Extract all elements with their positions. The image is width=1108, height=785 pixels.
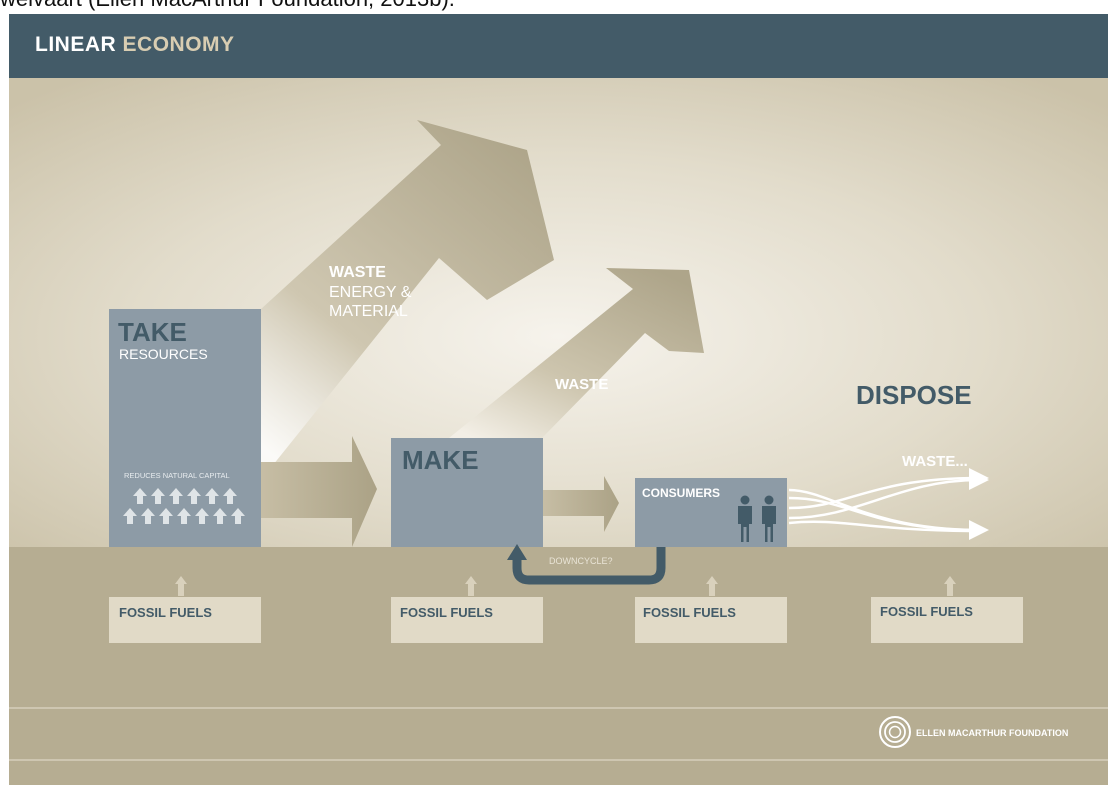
person-icon (738, 495, 752, 542)
up-arrow-icon (205, 488, 219, 504)
waste-small-label: WASTE (555, 376, 608, 393)
waste-energy-arrow (261, 120, 554, 480)
take-subtitle: RESOURCES (119, 346, 208, 362)
fossil-fuels-label: FOSSIL FUELS (400, 605, 493, 620)
consumers-title: CONSUMERS (642, 486, 720, 500)
caption-text: welvaart (Ellen MacArthur Foundation, 20… (0, 0, 1108, 12)
up-arrow-icon (141, 508, 155, 524)
fossil-fuels-label: FOSSIL FUELS (119, 605, 212, 620)
diagram-header: LINEAR ECONOMY (9, 14, 1108, 78)
flow-arrow-make-to-consumers (542, 476, 619, 532)
title-economy: ECONOMY (122, 33, 235, 56)
linear-economy-diagram: TAKE RESOURCES REDUCES NATURAL CAPITAL M… (9, 78, 1108, 785)
dispose-flows (788, 468, 989, 540)
fossil-fuels-box-2: FOSSIL FUELS (391, 576, 543, 643)
dispose-title: DISPOSE (856, 380, 972, 410)
up-arrow-icon (151, 488, 165, 504)
fossil-fuels-box-4: FOSSIL FUELS (871, 576, 1023, 643)
fossil-fuels-box-1: FOSSIL FUELS (109, 576, 261, 643)
footer-brand: ELLEN MACARTHUR FOUNDATION (916, 728, 1068, 738)
up-arrow-icon (169, 488, 183, 504)
take-box: TAKE RESOURCES REDUCES NATURAL CAPITAL (109, 309, 261, 547)
up-arrow-icon (187, 488, 201, 504)
title-linear: LINEAR (35, 33, 117, 56)
waste-arrow (449, 268, 704, 438)
take-title: TAKE (118, 317, 187, 347)
ground-band (9, 547, 1108, 785)
waste-energy-line1: WASTE (329, 264, 386, 281)
up-arrow-icon (159, 508, 173, 524)
up-arrow-icon (133, 488, 147, 504)
fossil-fuels-label: FOSSIL FUELS (643, 605, 736, 620)
downcycle-loop: DOWNCYCLE? (507, 544, 666, 585)
up-arrow-icon (231, 508, 245, 524)
up-arrow-icon-group (123, 488, 245, 524)
fossil-fuels-label: FOSSIL FUELS (880, 604, 973, 619)
up-arrow-icon (177, 508, 191, 524)
foundation-logo-icon (879, 716, 911, 748)
fossil-fuels-box-3: FOSSIL FUELS (635, 576, 787, 643)
take-note: REDUCES NATURAL CAPITAL (124, 471, 230, 480)
make-box: MAKE (391, 438, 543, 547)
up-arrow-icon (195, 508, 209, 524)
waste-energy-line2: ENERGY & (329, 284, 412, 301)
flow-arrow-take-to-make (259, 436, 377, 547)
up-arrow-icon (223, 488, 237, 504)
dispose-waste-label: WASTE... (902, 453, 968, 470)
waste-energy-line3: MATERIAL (329, 303, 408, 320)
diagram-title: LINEAR ECONOMY (35, 33, 235, 57)
make-title: MAKE (402, 445, 479, 475)
consumers-box: CONSUMERS (635, 478, 787, 547)
up-arrow-icon (213, 508, 227, 524)
downcycle-label: DOWNCYCLE? (549, 556, 613, 566)
person-icon (762, 495, 776, 542)
up-arrow-icon (123, 508, 137, 524)
